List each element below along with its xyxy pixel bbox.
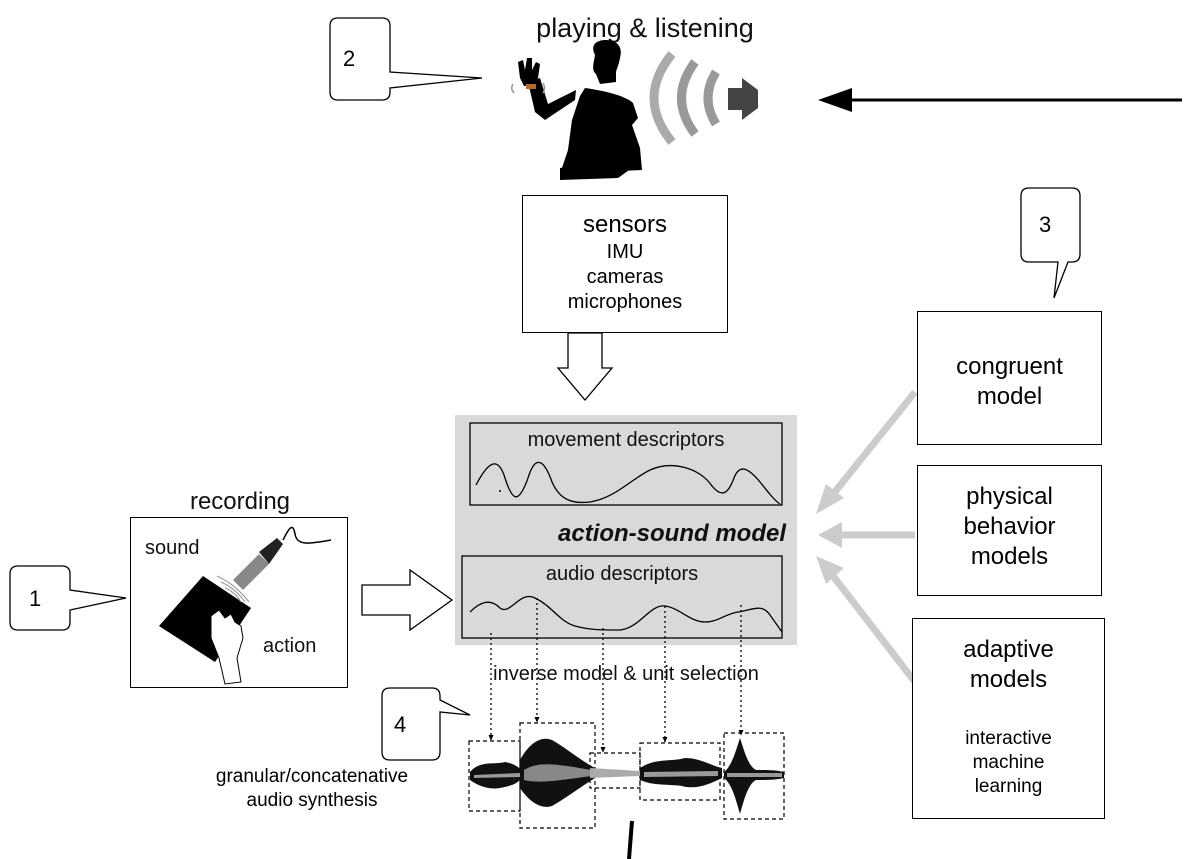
movement-dot <box>499 490 501 492</box>
recording-action-label: action <box>263 635 317 657</box>
adaptive-models-box: adaptive models interactive machine lear… <box>912 618 1105 819</box>
sensors-box: sensors IMU cameras microphones <box>522 195 728 333</box>
callout-4-number: 4 <box>394 712 407 737</box>
audio-descriptors-label: audio descriptors <box>545 563 699 585</box>
audio-descriptors-box <box>461 555 783 639</box>
synthesis-line2: audio synthesis <box>246 789 378 811</box>
callout-3-bubble <box>1020 187 1081 299</box>
sensors-to-model-arrow <box>556 332 614 402</box>
adaptive-sub-line2: machine <box>972 751 1045 773</box>
inverse-model-label: inverse model & unit selection <box>493 663 759 685</box>
adaptive-line2: models <box>969 666 1048 693</box>
physical-line3: models <box>970 543 1049 570</box>
sensors-item-imu: IMU <box>606 241 644 263</box>
callout-4-bubble <box>381 687 471 761</box>
physical-line2: behavior <box>963 513 1056 540</box>
recording-to-model-arrow <box>361 568 454 632</box>
movement-descriptors-box <box>469 422 783 506</box>
unit-selection-arrows <box>488 598 744 753</box>
action-sound-model-title: action-sound model <box>558 520 786 547</box>
callout-1-bubble <box>9 565 127 631</box>
callout-3-number: 3 <box>1039 212 1052 237</box>
synthesis-line1: granular/concatenative <box>215 766 409 787</box>
person-icon <box>510 40 642 180</box>
callout-2-bubble <box>329 17 483 101</box>
audio-curve <box>469 595 783 633</box>
playing-listening-title: playing & listening <box>536 13 754 43</box>
recording-sound-label: sound <box>145 537 200 559</box>
congruent-line2: model <box>976 383 1043 410</box>
speaker-icon <box>649 51 758 145</box>
recording-box: sound action <box>130 517 348 688</box>
hand-icon <box>210 609 244 685</box>
movement-curve <box>475 461 781 505</box>
sensors-title: sensors <box>582 211 668 238</box>
output-line <box>627 820 634 859</box>
granular-waveform <box>468 722 785 829</box>
sensors-item-microphones: microphones <box>567 291 683 313</box>
physical-behavior-models-box: physical behavior models <box>917 465 1102 596</box>
recording-illustration <box>159 526 332 685</box>
physical-line1: physical <box>966 483 1053 510</box>
congruent-line1: congruent <box>956 353 1063 380</box>
congruent-model-box: congruent model <box>917 311 1102 445</box>
sound-waves-icon <box>216 575 250 603</box>
recording-title: recording <box>189 488 291 515</box>
adaptive-sub-line3: learning <box>974 775 1043 797</box>
adaptive-line1: adaptive <box>963 636 1054 663</box>
adaptive-sub-line1: interactive <box>965 728 1052 749</box>
callout-1-number: 1 <box>29 586 42 611</box>
sensors-item-cameras: cameras <box>586 266 664 288</box>
return-arrow <box>818 88 1182 112</box>
synthesis-label: granular/concatenative audio synthesis <box>178 765 446 813</box>
movement-descriptors-label: movement descriptors <box>527 429 725 451</box>
microphone-icon <box>233 526 332 590</box>
model-input-arrows <box>816 389 918 685</box>
callout-2-number: 2 <box>343 46 356 71</box>
